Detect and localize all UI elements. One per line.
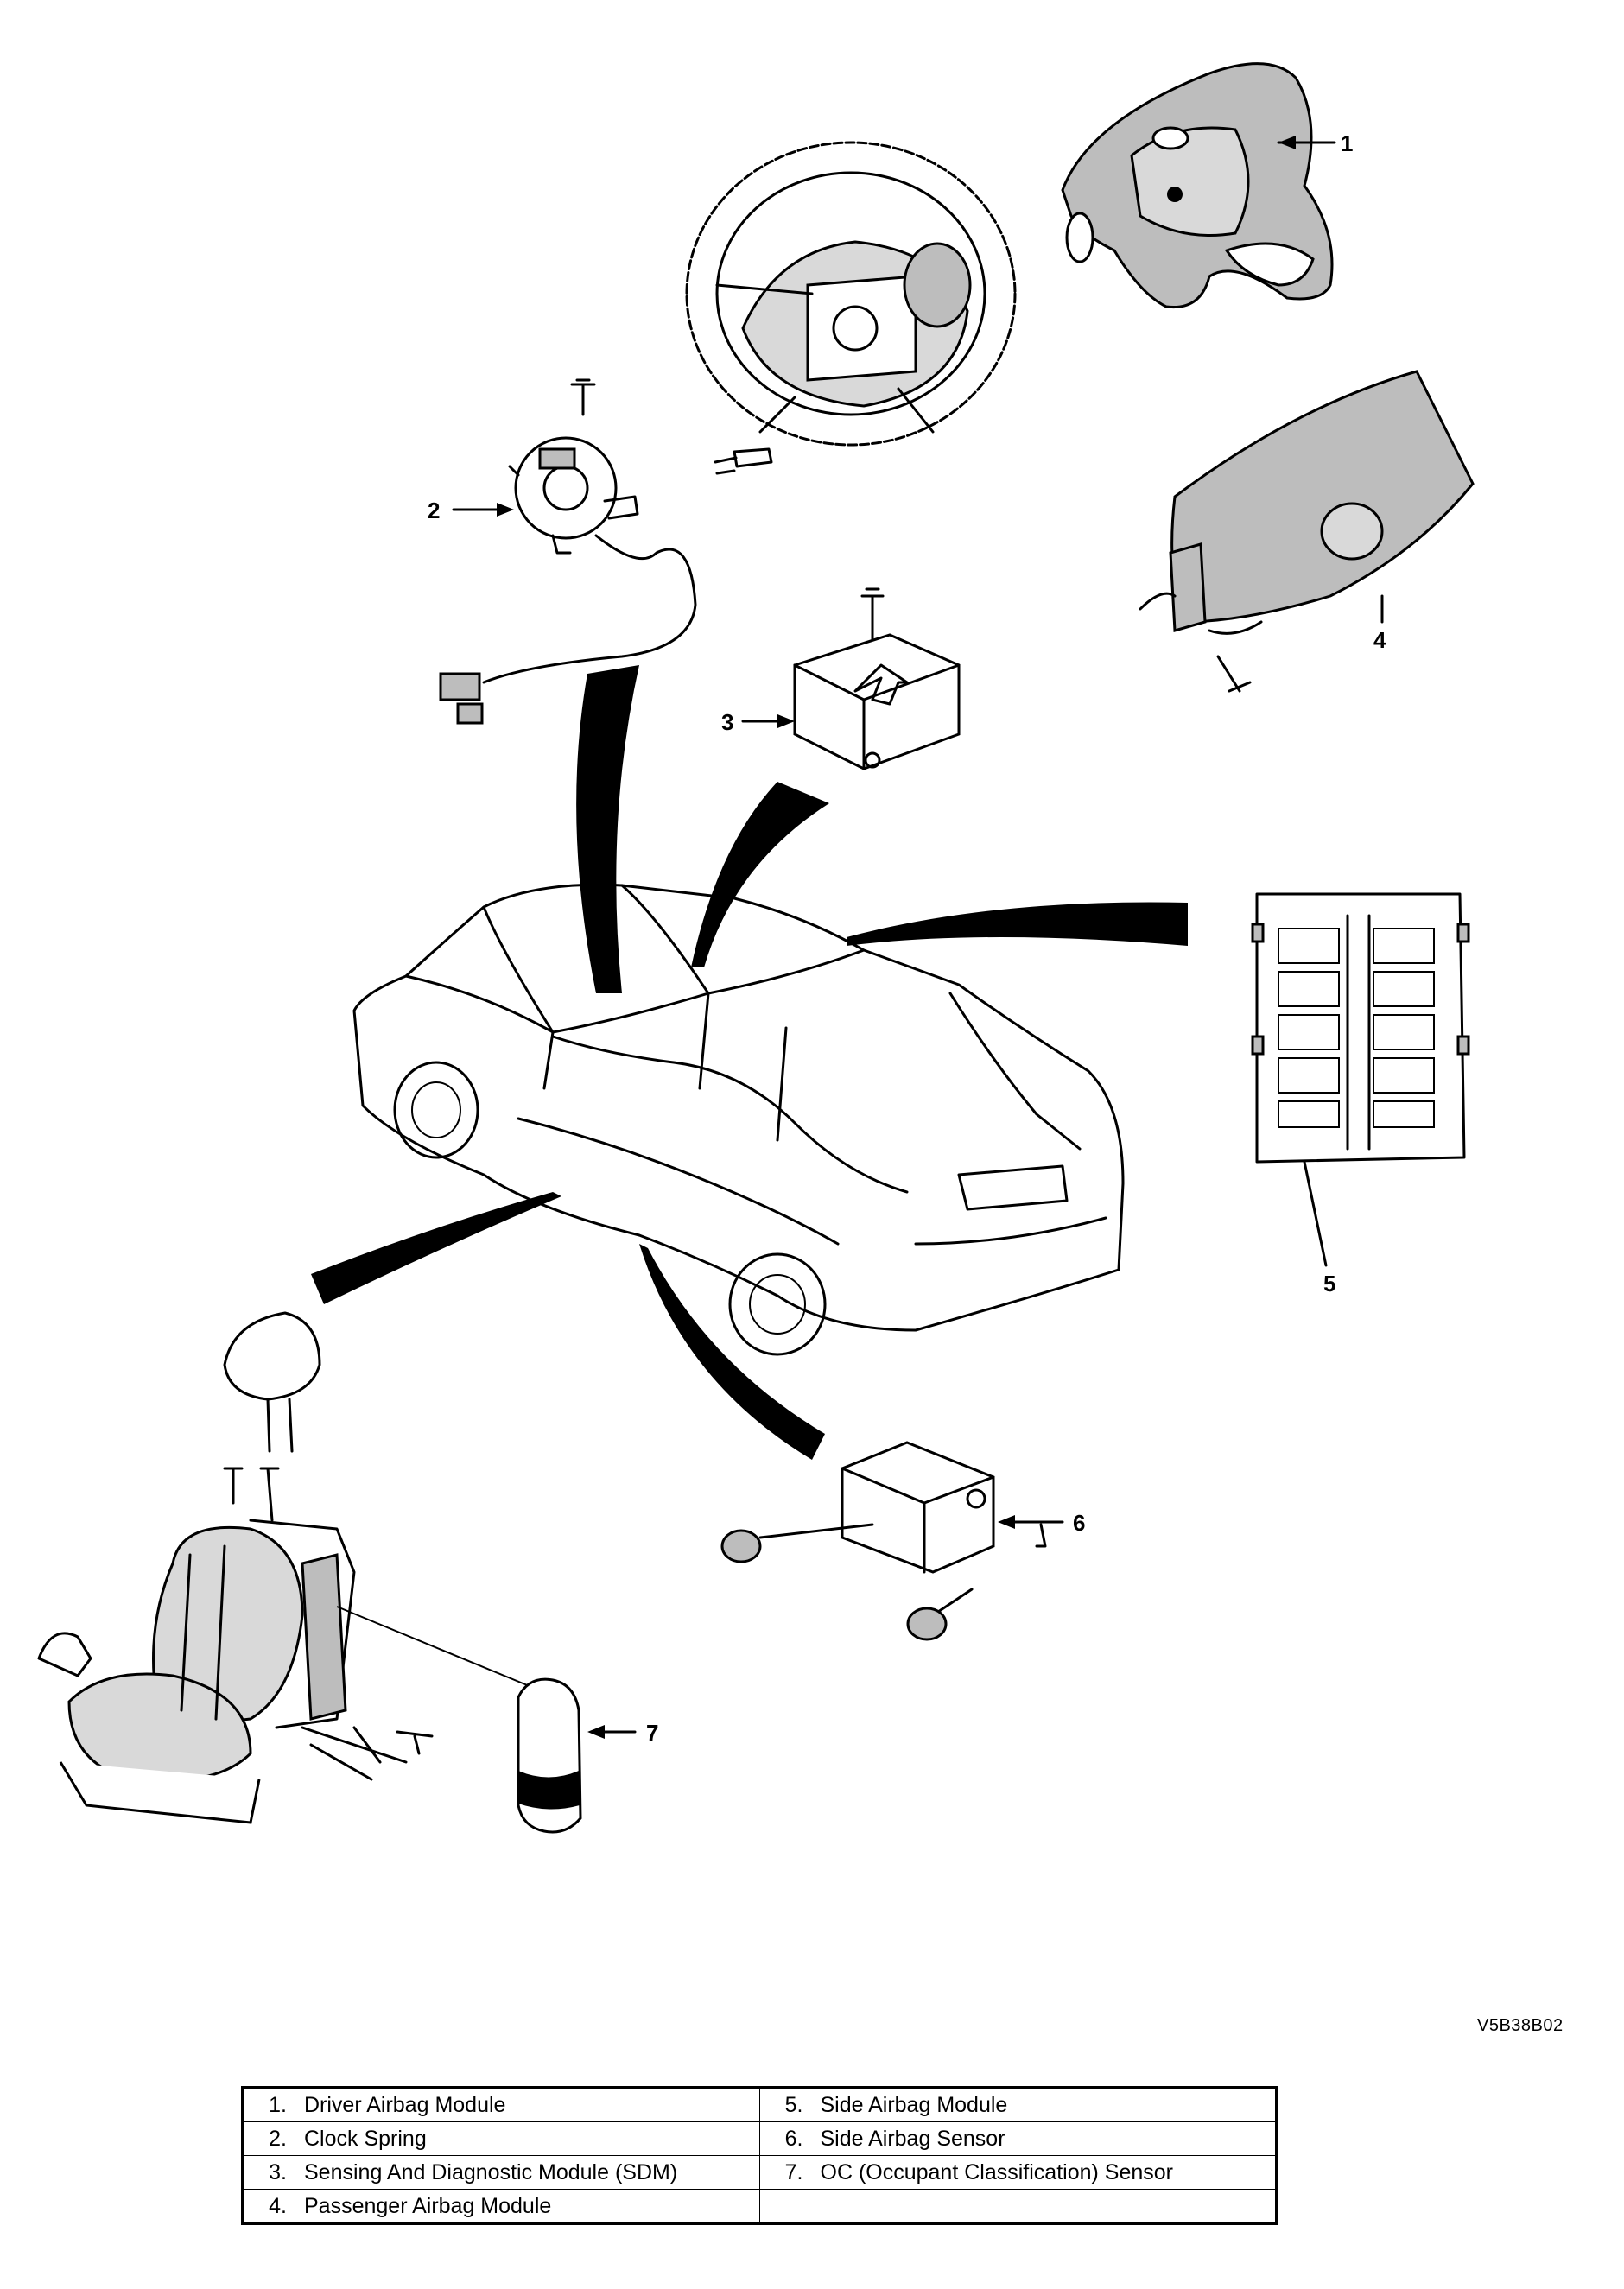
- steering-wheel: [685, 141, 1017, 475]
- passenger-airbag-module: 4: [1139, 370, 1475, 693]
- driver-airbag-module: 1: [1061, 62, 1353, 309]
- oc-sensor: 5: [1251, 892, 1470, 1297]
- drawing-code: V5B38B02: [1477, 2016, 1564, 2035]
- callout-5: 5: [1323, 1271, 1335, 1297]
- legend-row: 2.Clock Spring 6.Side Airbag Sensor: [242, 2121, 1277, 2156]
- car-body: [352, 883, 1125, 1356]
- legend-cell-7: 7.OC (Occupant Classification) Sensor: [758, 2155, 1277, 2190]
- seat: [37, 1311, 536, 1824]
- callout-4: 4: [1373, 627, 1386, 653]
- legend-cell-6: 6.Side Airbag Sensor: [758, 2121, 1277, 2156]
- legend-cell-1: 1.Driver Airbag Module: [242, 2087, 760, 2122]
- legend-table: 1.Driver Airbag Module 5.Side Airbag Mod…: [241, 2086, 1278, 2225]
- legend-cell-3: 3.Sensing And Diagnostic Module (SDM): [242, 2155, 760, 2190]
- callout-1: 1: [1341, 130, 1353, 156]
- legend-cell-4: 4.Passenger Airbag Module: [242, 2189, 760, 2224]
- callout-6: 6: [1073, 1510, 1085, 1536]
- side-airbag-sensor: 6: [720, 1441, 1085, 1641]
- legend-row: 4.Passenger Airbag Module: [242, 2189, 1277, 2224]
- callout-3: 3: [721, 709, 733, 735]
- legend-row: 1.Driver Airbag Module 5.Side Airbag Mod…: [242, 2087, 1277, 2122]
- callout-7: 7: [646, 1720, 658, 1746]
- leader-wedges: [311, 665, 1188, 1460]
- side-airbag-module: 7: [517, 1677, 658, 1834]
- legend-cell-5: 5.Side Airbag Module: [758, 2087, 1277, 2122]
- legend-row: 3.Sensing And Diagnostic Module (SDM) 7.…: [242, 2155, 1277, 2190]
- callout-2: 2: [428, 498, 440, 523]
- sdm-module: 3: [721, 587, 961, 770]
- legend-cell-2: 2.Clock Spring: [242, 2121, 760, 2156]
- clock-spring: 2: [428, 378, 697, 725]
- legend-cell-empty: [758, 2189, 1277, 2224]
